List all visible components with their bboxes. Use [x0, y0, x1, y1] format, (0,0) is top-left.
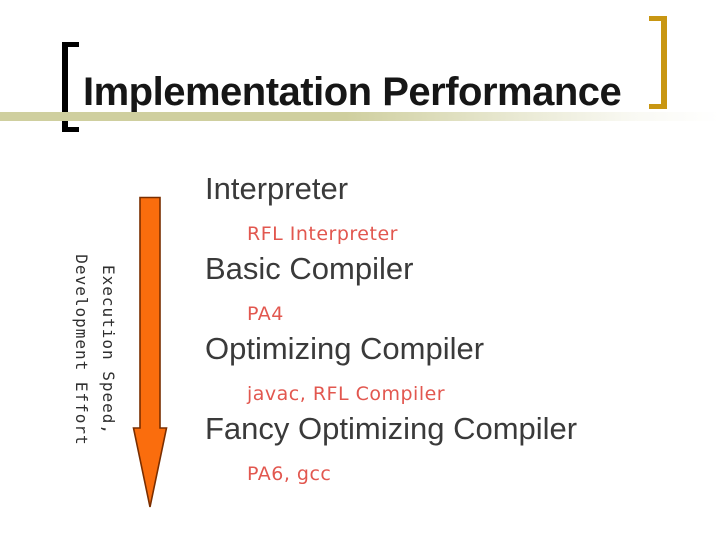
list-item-sub-3: PA4 [247, 303, 284, 325]
list-item-sub-5: javac, RFL Compiler [247, 383, 446, 405]
down-arrow-icon [132, 196, 168, 508]
title-underline-rule [0, 112, 720, 121]
left-bracket-decoration [62, 42, 79, 132]
list-item-sub-1: RFL Interpreter [247, 223, 398, 245]
list-item-main-6: Fancy Optimizing Compiler [205, 411, 578, 446]
list-item-main-2: Basic Compiler [205, 251, 414, 286]
right-bracket-decoration [649, 16, 667, 109]
slide-title: Implementation Performance [83, 70, 622, 114]
vertical-axis-label: Execution Speed, Development Effort [66, 250, 122, 450]
vertical-axis-label-line1: Execution Speed, [99, 264, 118, 436]
list-item-sub-7: PA6, gcc [247, 463, 332, 485]
list-item-main-0: Interpreter [205, 171, 349, 206]
vertical-axis-label-line2: Development Effort [72, 254, 91, 446]
list-item-main-4: Optimizing Compiler [205, 331, 485, 366]
